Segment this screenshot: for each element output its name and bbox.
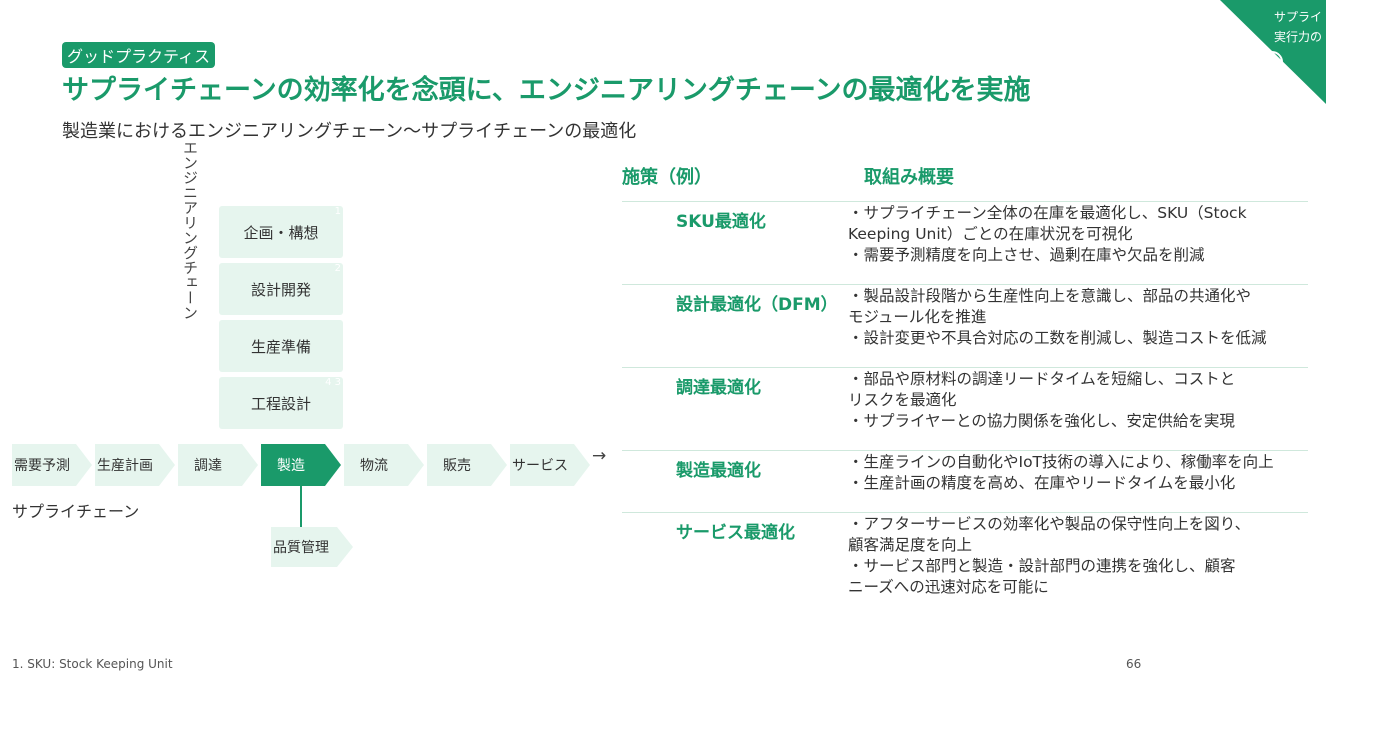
engineering-step: 設計開発 2 <box>219 263 343 315</box>
corner-triangle <box>1220 0 1326 104</box>
page-number: 66 <box>1126 657 1142 671</box>
supply-step-active: 製造 <box>261 444 341 486</box>
table-header-overview: 取組み概要 <box>864 167 954 188</box>
supply-step: 調達 <box>178 444 258 486</box>
measure-description: ・サプライチェーン全体の在庫を最適化し、SKU（Stock Keeping Un… <box>848 203 1247 266</box>
engineering-step: 生産準備 <box>219 320 343 372</box>
supply-step-label: 販売 <box>443 458 471 474</box>
row-divider <box>622 284 1308 285</box>
engineering-step-label: 工程設計 <box>250 394 311 413</box>
description-line: ・部品や原材料の調達リードタイムを短縮し、コストと <box>848 370 1236 388</box>
description-line: モジュール化を推進 <box>848 308 987 326</box>
measure-label: SKU最適化 <box>676 212 766 232</box>
description-line: ・サプライチェーン全体の在庫を最適化し、SKU（Stock <box>848 204 1247 222</box>
description-line: ・製品設計段階から生産性向上を意識し、部品の共通化や <box>848 287 1252 305</box>
description-line: ・アフターサービスの効率化や製品の保守性向上を図り、 <box>848 515 1251 533</box>
engineering-step-number: 4 3 <box>325 377 341 388</box>
supply-step-label: 生産計画 <box>97 458 153 474</box>
description-line: 顧客満足度を向上 <box>848 536 973 554</box>
engineering-step-label: 設計開発 <box>250 280 311 299</box>
good-practice-badge: グッドプラクティス <box>62 42 216 68</box>
corner-text-2: 実行力の <box>1274 30 1323 44</box>
measure-label: 調達最適化 <box>676 378 761 398</box>
supply-step: 需要予測 <box>12 444 92 486</box>
supply-step: 販売 <box>427 444 507 486</box>
quality-step: 品質管理 <box>271 527 353 567</box>
table-header-measure: 施策（例） <box>622 167 712 188</box>
description-line: リスクを最適化 <box>848 391 957 409</box>
engineering-step-number: 1 <box>334 206 341 217</box>
supply-chain-label: サプライチェーン <box>12 502 140 521</box>
measure-label: 製造最適化 <box>676 461 761 481</box>
measure-description: ・製品設計段階から生産性向上を意識し、部品の共通化や モジュール化を推進 ・設計… <box>848 286 1267 349</box>
row-divider <box>622 367 1308 368</box>
measure-description: ・部品や原材料の調達リードタイムを短縮し、コストと リスクを最適化 ・サプライヤ… <box>848 369 1235 432</box>
description-line: ・サプライヤーとの協力関係を強化し、安定供給を実現 <box>848 412 1235 430</box>
chain-arrow-icon: → <box>592 446 607 466</box>
engineering-step-number: 2 <box>334 263 341 274</box>
supply-step-label: サービス <box>512 458 568 474</box>
page-subtitle: 製造業におけるエンジニアリングチェーン〜サプライチェーンの最適化 <box>62 121 637 142</box>
supply-step-label: 製造 <box>277 458 305 474</box>
measure-label: 設計最適化（DFM） <box>676 295 838 315</box>
supply-step: 生産計画 <box>95 444 175 486</box>
description-line: ニーズへの迅速対応を可能に <box>848 578 1049 596</box>
supply-step: 物流 <box>344 444 424 486</box>
description-line: ・サービス部門と製造・設計部門の連携を強化し、顧客 <box>848 557 1236 575</box>
supply-step-label: 物流 <box>360 458 388 474</box>
row-divider <box>622 450 1308 451</box>
measure-label: サービス最適化 <box>676 523 795 543</box>
measure-description: ・生産ラインの自動化やIoT技術の導入により、稼働率を向上 ・生産計画の精度を高… <box>848 452 1274 494</box>
description-line: ・需要予測精度を向上させ、過剰在庫や欠品を削減 <box>848 246 1205 264</box>
quality-step-label: 品質管理 <box>273 540 329 556</box>
engineering-step-label: 生産準備 <box>250 337 311 356</box>
engineering-chain-label: エンジニアリングチェーン <box>181 140 199 320</box>
measure-description: ・アフターサービスの効率化や製品の保守性向上を図り、 顧客満足度を向上 ・サービ… <box>848 514 1250 598</box>
supply-step: サービス <box>510 444 590 486</box>
supply-step-label: 調達 <box>194 458 222 474</box>
row-divider <box>622 201 1308 202</box>
description-line: ・生産計画の精度を高め、在庫やリードタイムを最小化 <box>848 474 1236 492</box>
engineering-step: 工程設計 4 3 <box>219 377 343 429</box>
engineering-step-label: 企画・構想 <box>243 223 319 242</box>
quality-connector <box>300 486 302 528</box>
engineering-step: 企画・構想 1 <box>219 206 343 258</box>
description-line: ・生産ラインの自動化やIoT技術の導入により、稼働率を向上 <box>848 453 1274 471</box>
corner-ribbon: サプライ 実行力の <box>1220 0 1326 104</box>
description-line: Keeping Unit）ごとの在庫状況を可視化 <box>848 225 1133 243</box>
row-divider <box>622 512 1308 513</box>
corner-text-1: サプライ <box>1274 10 1323 24</box>
footnote: 1. SKU: Stock Keeping Unit <box>12 657 173 671</box>
page-title: サプライチェーンの効率化を念頭に、エンジニアリングチェーンの最適化を実施 <box>62 75 1031 106</box>
description-line: ・設計変更や不具合対応の工数を削減し、製造コストを低減 <box>848 329 1267 347</box>
supply-step-label: 需要予測 <box>14 458 70 474</box>
